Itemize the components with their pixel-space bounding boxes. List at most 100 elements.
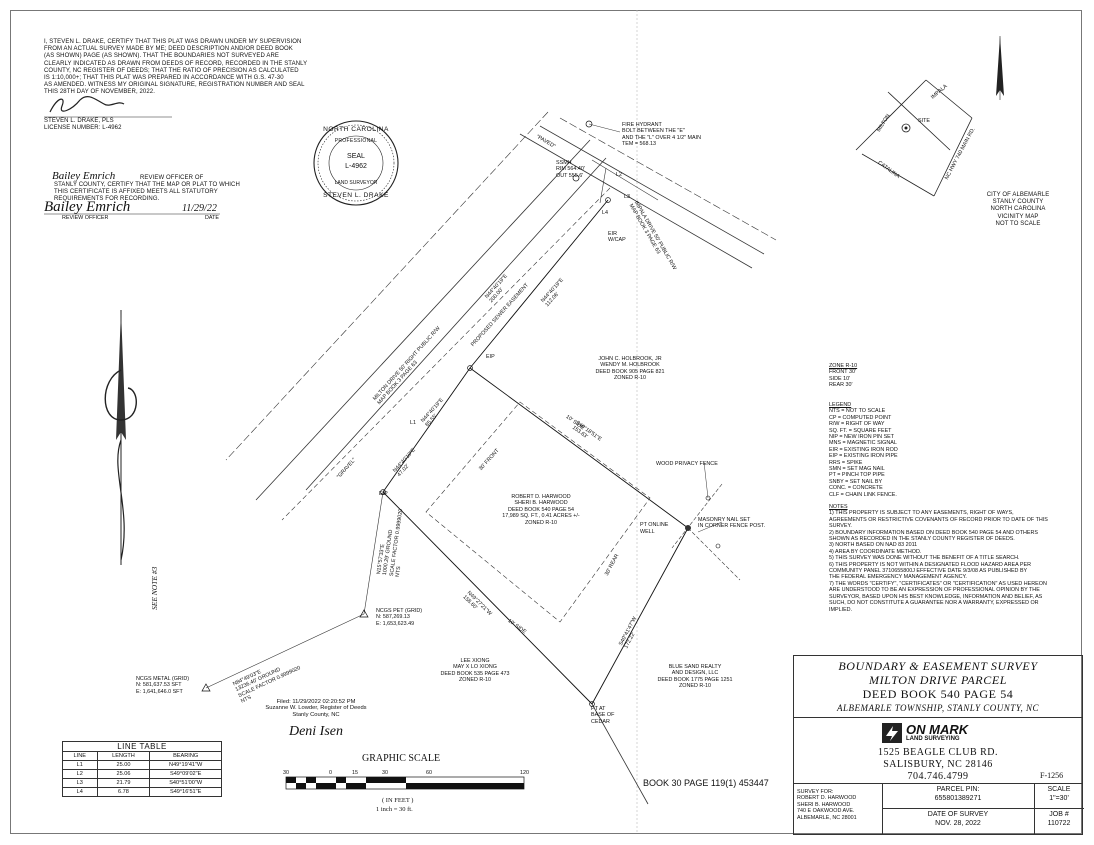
title-line-1: BOUNDARY & EASEMENT SURVEY xyxy=(838,659,1038,673)
fence-line-2 xyxy=(687,527,741,581)
tie-line-pet xyxy=(363,491,384,615)
line-table-header: LENGTH xyxy=(96,751,151,761)
scale-value: 1"=30' xyxy=(1049,795,1069,802)
ncgs-pet-marker xyxy=(359,609,369,618)
ncgs-metal-marker xyxy=(201,683,211,692)
register-signature: Deni Isen xyxy=(288,724,344,740)
book-page-stamp: BOOK 30 PAGE 119(1) 453447 xyxy=(643,778,769,788)
south-line xyxy=(591,703,649,805)
see-note-label: SEE NOTE #3 xyxy=(150,566,159,610)
tie-line-metal xyxy=(205,613,365,689)
ssmh-label: SSMH RIM 564.40' OUT 555.6' xyxy=(556,160,585,179)
eir-label: EIR W/CAP xyxy=(608,231,626,244)
company-phone: 704.746.4799 xyxy=(907,771,969,782)
line-table-header: LINE xyxy=(62,751,98,761)
company-sub: LAND SURVEYING xyxy=(906,736,960,742)
vicinity-road-nc740 xyxy=(933,117,973,197)
pt-online-marker xyxy=(685,525,691,531)
survey-for-block: SURVEY FOR: ROBERT D. HARWOOD SHERI B. H… xyxy=(797,789,857,821)
title-block: BOUNDARY & EASEMENT SURVEY MILTON DRIVE … xyxy=(793,655,1084,835)
review-officer-line-1: REVIEW OFFICER OF xyxy=(140,175,204,181)
parcel-pin-label: PARCEL PIN: xyxy=(936,786,980,793)
leader-fire-hydrant xyxy=(588,123,621,133)
scale-label: SCALE xyxy=(1047,786,1071,793)
large-north-arrow-icon xyxy=(104,310,137,565)
leader-masonry xyxy=(697,521,723,533)
masonry-nail-label: MASONRY NAIL SET IN CORNER FENCE POST. xyxy=(698,517,766,530)
ncgs-metal-label: NCGS METAL (GRID) N: 581,637.53 SFT E: 1… xyxy=(136,676,190,695)
firm-license: F-1256 xyxy=(1040,771,1064,780)
fence-line xyxy=(671,483,723,549)
fire-hydrant-marker xyxy=(585,120,593,128)
line-table-title: LINE TABLE xyxy=(62,741,222,752)
title-line-4: ALBEMARLE TOWNSHIP, STANLY COUNTY, NC xyxy=(836,703,1040,713)
fire-hydrant-label: FIRE HYDRANT BOLT BETWEEN THE "E" AND TH… xyxy=(622,122,702,148)
title-line-2: MILTON DRIVE PARCEL xyxy=(868,673,1008,687)
holbrook-parcel: JOHN C. HOLBROOK, JR WENDY M. HOLBROOK D… xyxy=(595,356,665,382)
seal-number: L-4962 xyxy=(345,163,367,170)
eip-label-1: EIP xyxy=(379,491,388,497)
seal-bottom-text: STEVEN L. DRAKE xyxy=(323,192,389,199)
job-number: 110722 xyxy=(1047,820,1071,827)
l2-segment xyxy=(599,167,607,204)
impala-row-tie xyxy=(591,159,659,201)
seal-professional-text: PROFESSIONAL xyxy=(334,138,378,144)
seal-inner xyxy=(328,135,384,191)
surveyor-name: STEVEN L. DRAKE, PLS LICENSE NUMBER: L-4… xyxy=(44,118,122,132)
job-label: JOB # xyxy=(1049,811,1069,818)
pt-online-label: PT ONLINE xyxy=(640,522,669,528)
company-address-1: 1525 BEAGLE CLUB RD. xyxy=(878,747,998,758)
ncgs-pet-label: NCGS PET (GRID) N: 587,269.13 E: 1,653,6… xyxy=(376,608,423,627)
bluesand-parcel: BLUE SAND REALTY AND DESIGN, LLC DEED BO… xyxy=(657,664,733,690)
review-certificate-text: STANLY COUNTY, CERTIFY THAT THE MAP OR P… xyxy=(54,182,240,203)
onmark-logo-bolt-icon xyxy=(886,726,898,741)
review-officer-label: REVIEW OFFICER xyxy=(62,215,109,221)
l3-label: L3 xyxy=(624,194,630,200)
line-table-header: BEARING xyxy=(149,751,222,761)
vicinity-road-catalina xyxy=(861,153,935,197)
company-address-2: SALISBURY, NC 28146 xyxy=(883,759,993,770)
vicinity-caption: CITY OF ALBEMARLE STANLY COUNTY NORTH CA… xyxy=(986,192,1050,227)
seal-top-text: NORTH CAROLINA xyxy=(323,126,389,133)
sheet-border xyxy=(10,10,1082,834)
building-setback xyxy=(425,401,651,623)
vicinity-road-hwy xyxy=(925,79,973,119)
impala-drive-right xyxy=(519,133,753,269)
milton-drive-centerline xyxy=(225,111,549,461)
title-line-3: DEED BOOK 540 PAGE 54 xyxy=(862,687,1014,701)
scale-tick: 15 xyxy=(352,770,358,776)
boundary-southeast xyxy=(591,527,689,705)
boundary-southwest xyxy=(382,491,593,705)
well-label: WELL xyxy=(640,529,655,535)
milton-drive-row-right xyxy=(305,157,607,491)
fence-post-marker-2 xyxy=(715,543,721,549)
review-date-label: DATE xyxy=(205,215,219,221)
graphic-scale-title: GRAPHIC SCALE xyxy=(362,753,441,764)
graphic-scale-ratio: 1 inch = 30 ft. xyxy=(376,806,413,813)
leader-fence xyxy=(703,461,709,499)
seal-label: SEAL xyxy=(347,153,365,160)
scale-tick: 0 xyxy=(329,770,332,776)
impala-drive-center xyxy=(559,117,777,241)
certification-text: I, STEVEN L. DRAKE, CERTIFY THAT THIS PL… xyxy=(44,39,308,96)
zone-block: ZONE R-10 FRONT 30' SIDE 10' REAR 30' xyxy=(829,363,858,389)
wood-fence-label: WOOD PRIVACY FENCE xyxy=(656,461,718,467)
eip-label-2: EIP xyxy=(486,354,495,360)
vicinity-road-impala xyxy=(855,79,927,151)
filed-stamp: Filed: 11/29/2022 02:20:52 PM Suzanne W.… xyxy=(247,699,385,761)
impala-drive-left xyxy=(539,125,765,255)
legend-block: LEGEND NTS = NOT TO SCALE CP = COMPUTED … xyxy=(829,402,898,498)
seal-surveyor-text: LAND SURVEYOR xyxy=(334,180,378,186)
review-officer-name: Bailey Emrich xyxy=(52,170,116,182)
review-signature: Bailey Emrich xyxy=(44,199,131,215)
scale-tick: 30 xyxy=(382,770,388,776)
milton-drive-row-left xyxy=(255,139,591,501)
scale-tick: 120 xyxy=(520,770,529,776)
parcel-pin: 655801389271 xyxy=(934,795,982,802)
vicinity-site-marker xyxy=(901,123,911,133)
